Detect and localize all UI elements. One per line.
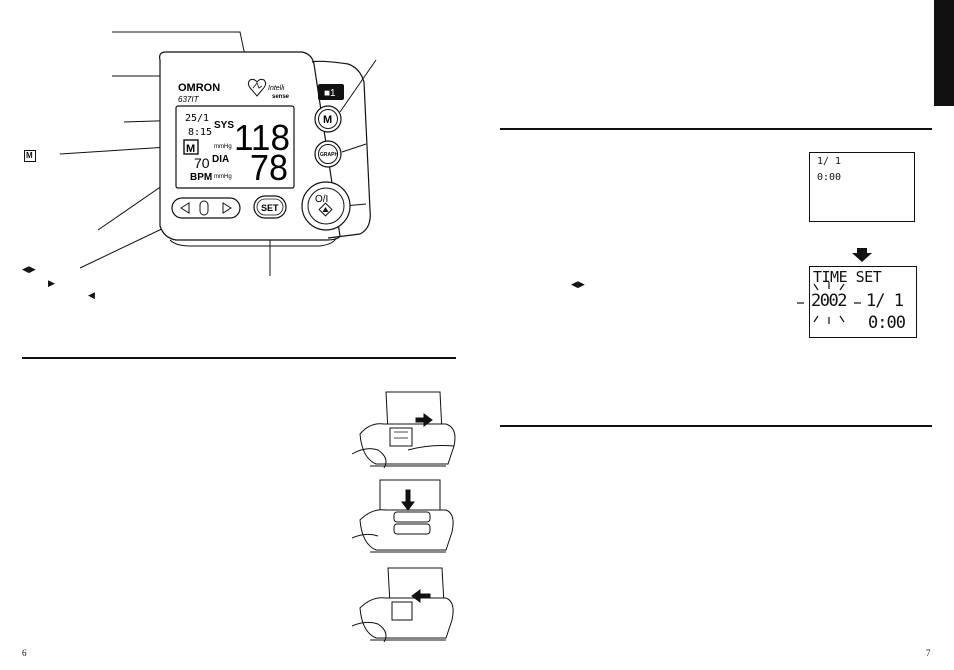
screen-sys-label: SYS	[214, 120, 234, 131]
right-arrow-icon[interactable]	[222, 202, 232, 214]
callout-line-m	[339, 59, 377, 113]
battery-step-close	[351, 567, 454, 643]
memory-button[interactable]: M	[314, 105, 342, 133]
monitor-screen	[175, 105, 295, 189]
memory-icon-label: M	[26, 151, 33, 160]
lcd-timeset-date: 1/ 1	[866, 291, 904, 311]
intellisense-logo: Intelli sense	[247, 78, 290, 100]
right-arrow-glyph-icon: ▶	[48, 278, 55, 288]
memory-icon: M	[24, 150, 36, 162]
screen-unit-sys: mmHg	[214, 144, 232, 150]
section-tab	[934, 0, 954, 106]
battery-illustrations	[350, 388, 460, 648]
page-number-left: 6	[22, 648, 27, 658]
monitor-side-panel	[311, 60, 371, 239]
power-button-label: O/I	[315, 194, 328, 205]
set-button[interactable]: SET	[253, 195, 287, 219]
page-number-right: 7	[926, 648, 931, 658]
arrow-pair-icon: ◀▶	[22, 264, 36, 274]
down-arrow-icon	[852, 248, 872, 267]
monitor-svg: OMRON 637IT Intelli sense 25/1 8:15 SYS …	[59, 31, 377, 276]
screen-memory-mark: M	[186, 143, 195, 155]
logo-line2: sense	[272, 94, 290, 100]
lcd-initial-time: 0:00	[817, 172, 842, 183]
left-arrow-glyph-icon: ◀	[88, 290, 95, 300]
screen-dia-value: 78	[250, 147, 288, 188]
lcd-timeset-year: 2002	[811, 291, 847, 311]
user-badge	[318, 84, 344, 100]
set-button-label: SET	[261, 203, 279, 213]
right-arrow-pair-icon: ◀▶	[571, 279, 585, 289]
lcd-initial-date: 1/ 1	[817, 156, 842, 167]
screen-unit-dia: mmHg	[214, 174, 232, 180]
lcd-timeset-time: 0:00	[868, 313, 906, 333]
model-text: 637IT	[178, 95, 200, 104]
screen-dia-label: DIA	[212, 154, 229, 165]
arrow-buttons[interactable]	[171, 197, 241, 219]
graph-button[interactable]: GRAPH	[314, 140, 342, 168]
battery-step-slide-open	[351, 391, 456, 469]
screen-pulse-value: 70	[194, 155, 210, 171]
screen-sys-value: 118	[234, 117, 290, 158]
logo-line1: Intelli	[268, 85, 285, 92]
graph-button-label: GRAPH	[320, 152, 338, 158]
lcd-timeset-title: TIME SET	[813, 268, 882, 286]
screen-date: 25/1	[185, 113, 209, 124]
right-section-rule-top	[500, 128, 932, 130]
user-badge-text: ■1	[324, 88, 336, 99]
screen-memory-box	[183, 139, 199, 155]
blink-marks-icon	[796, 280, 862, 331]
lcd-initial: 1/ 1 0:00	[809, 152, 915, 222]
memory-button-label: M	[323, 114, 332, 126]
brand-text: OMRON	[178, 82, 220, 94]
left-section-rule	[22, 357, 456, 359]
left-arrow-icon[interactable]	[180, 202, 190, 214]
power-start-button[interactable]: O/I	[301, 181, 351, 231]
battery-step-insert	[351, 479, 454, 553]
lcd-timeset: TIME SET 2002 1/ 1 0:00	[809, 266, 917, 338]
callout-line-arrows	[79, 225, 169, 269]
callout-line-graph	[341, 143, 367, 153]
monitor-illustration: OMRON 637IT Intelli sense 25/1 8:15 SYS …	[0, 0, 954, 300]
right-section-rule-bottom	[500, 425, 932, 427]
screen-bpm-label: BPM	[190, 172, 212, 183]
screen-time: 8:15	[188, 127, 212, 138]
